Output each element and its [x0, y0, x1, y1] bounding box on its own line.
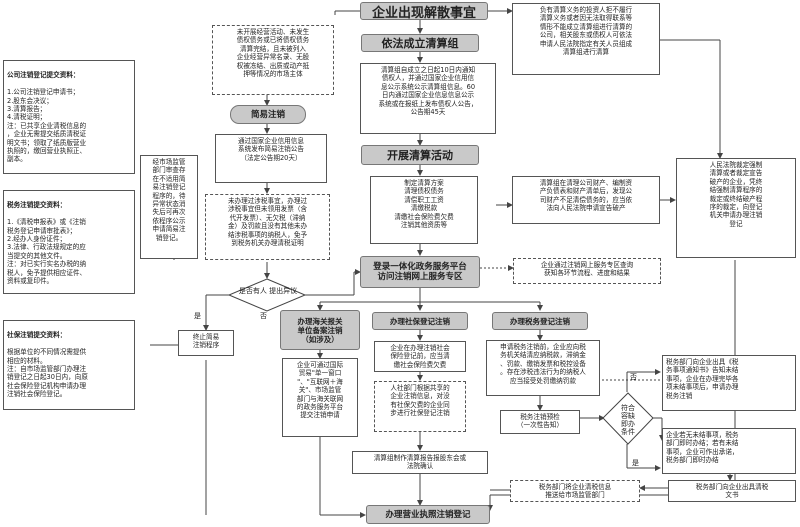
customs-header: 办理海关报关 单位备案注销 （如涉及）	[280, 310, 360, 350]
tax-no-branch-box: 企业若无未结事项，税务 部门即时办结；若有未结 事项，企业可作出承诺， 税务部门…	[662, 428, 796, 474]
objection-diamond	[227, 278, 307, 312]
liquidation-items-box: 制定清算方案 清理债权债务 清偿职工工资 清缴税款 清缴社会保险费欠费 注销其他…	[370, 176, 478, 244]
tax-clearance-box: 未办理过涉税事宜，办理过 涉税事宜但未领用发票（含 代开发票）、无欠税（滞纳 金…	[205, 194, 330, 260]
simple-deregister-header: 简易注销	[230, 105, 306, 124]
simple-conditions-box: 未开展经营活动、未发生 债权债务或已将债权债务 清算完结，且未被列入 企业经营异…	[212, 25, 334, 95]
tax-doc-box: 税务部门向企业出具清税 文书	[668, 480, 796, 502]
company-materials-items: 1.公司注销登记申请书； 2.股东会决议； 3.清算报告； 4.清税证明； 注：…	[7, 88, 87, 164]
social-materials-items: 根据单位的不同情况需提供 相应的材料。 注：自市场监管部门办理注 销登记之日起3…	[7, 348, 88, 399]
online-platform-header: 登录一体化政务服务平台 访问注销网上服务专区	[360, 256, 480, 288]
tax-push-box: 税务部门将企业清税信息 推送给市场监管部门	[510, 480, 640, 502]
objection-decision-label: 是否有人 提出异议	[238, 287, 298, 295]
terminate-simple-box: 终止简易 注销程序	[178, 330, 234, 356]
tax-decision-label: 符合 容缺 即办 条件	[621, 404, 635, 436]
main-title: 企业出现解散事宜	[360, 2, 488, 20]
liquidation-activity-header: 开展清算活动	[361, 145, 479, 165]
social-header: 办理社保登记注销	[372, 312, 468, 330]
bankruptcy-apply-box: 清算组在清理公司财产、编制资 产负债表和财产清单后，发现公 司财产不足清偿债务的…	[512, 176, 660, 224]
liquidation-report-box: 清算组制作清算报告报股东会或 法院确认	[352, 451, 488, 474]
yes-label-tax: 是	[632, 459, 639, 467]
liquidation-group-header: 依法成立清算组	[361, 34, 479, 52]
tax-decision-diamond	[602, 392, 654, 445]
liquidation-notice-box: 清算组自成立之日起10日内通知 债权人，并通过国家企业信用信 息公示系统公示清算…	[360, 63, 496, 134]
tax-materials-items: 1.《清税申报表》或《注销 税务登记申请审批表》； 2.经办人身份证件； 3.法…	[7, 218, 87, 286]
tax-materials-panel: 税务注销提交资料： 1.《清税申报表》或《注销 税务登记申请审批表》； 2.经办…	[3, 190, 135, 294]
online-query-box: 企业通过注销网上服务专区查询 获知各环节流程、进度和结果	[513, 258, 661, 284]
tax-header: 办理税务登记注销	[492, 312, 588, 330]
tax-apply-box: 申请税务注销前，企业应向税 务机关结清应纳税款，滞纳金 、罚款、缴销发票和税控设…	[486, 340, 600, 396]
no-label-tax: 否	[630, 373, 637, 381]
social-detail-box: 企业在办理注销社会 保险登记前，应当清 缴社会保险费欠费	[374, 341, 466, 372]
social-hr-box: 人社部门根据共享的 企业注销信息，对没 有社保欠费的企业同 步进行社保登记注销	[374, 381, 466, 432]
tax-materials-title: 税务注销提交资料：	[7, 201, 67, 210]
market-review-box: 经市场监管 部门审查存 在不适用简 易注销登记 程序的，待 异常状态消 失后可再…	[140, 155, 198, 259]
obligor-box: 负有清算义务的投资人拒不履行 清算义务或者因无法取得联系等 情形不能成立清算组进…	[512, 3, 660, 75]
customs-detail-box: 企业可通过国际 贸易"单一窗口 "、"互联网＋海 关"、市场监管 部门与海关联网…	[282, 358, 358, 437]
company-materials-panel: 公司注销登记提交资料： 1.公司注销登记申请书； 2.股东会决议； 3.清算报告…	[3, 60, 135, 174]
tax-precheck-box: 税务注销预检 （一次性告知）	[500, 410, 580, 434]
no-label-objection: 否	[260, 312, 267, 320]
tax-yes-branch-box: 税务部门向企业出具《税 务事项通知书》告知未结 事项，企业在办理完毕各 项未结事…	[662, 355, 796, 411]
company-materials-title: 公司注销登记提交资料：	[7, 71, 80, 80]
yes-label-objection: 是	[194, 312, 201, 320]
announcement-box: 通过国家企业信用信息 系统发布简易注销公告 （法定公告期20天）	[215, 134, 327, 183]
final-header: 办理营业执照注销登记	[366, 505, 490, 524]
social-materials-title: 社保注销提交资料：	[7, 331, 67, 340]
court-box: 人民法院裁定强制 清算或者裁定宣告 破产的企业，凭终 结强制清算程序的 裁定或终…	[676, 158, 796, 258]
social-materials-panel: 社保注销提交资料： 根据单位的不同情况需提供 相应的材料。 注：自市场监管部门办…	[3, 320, 135, 410]
